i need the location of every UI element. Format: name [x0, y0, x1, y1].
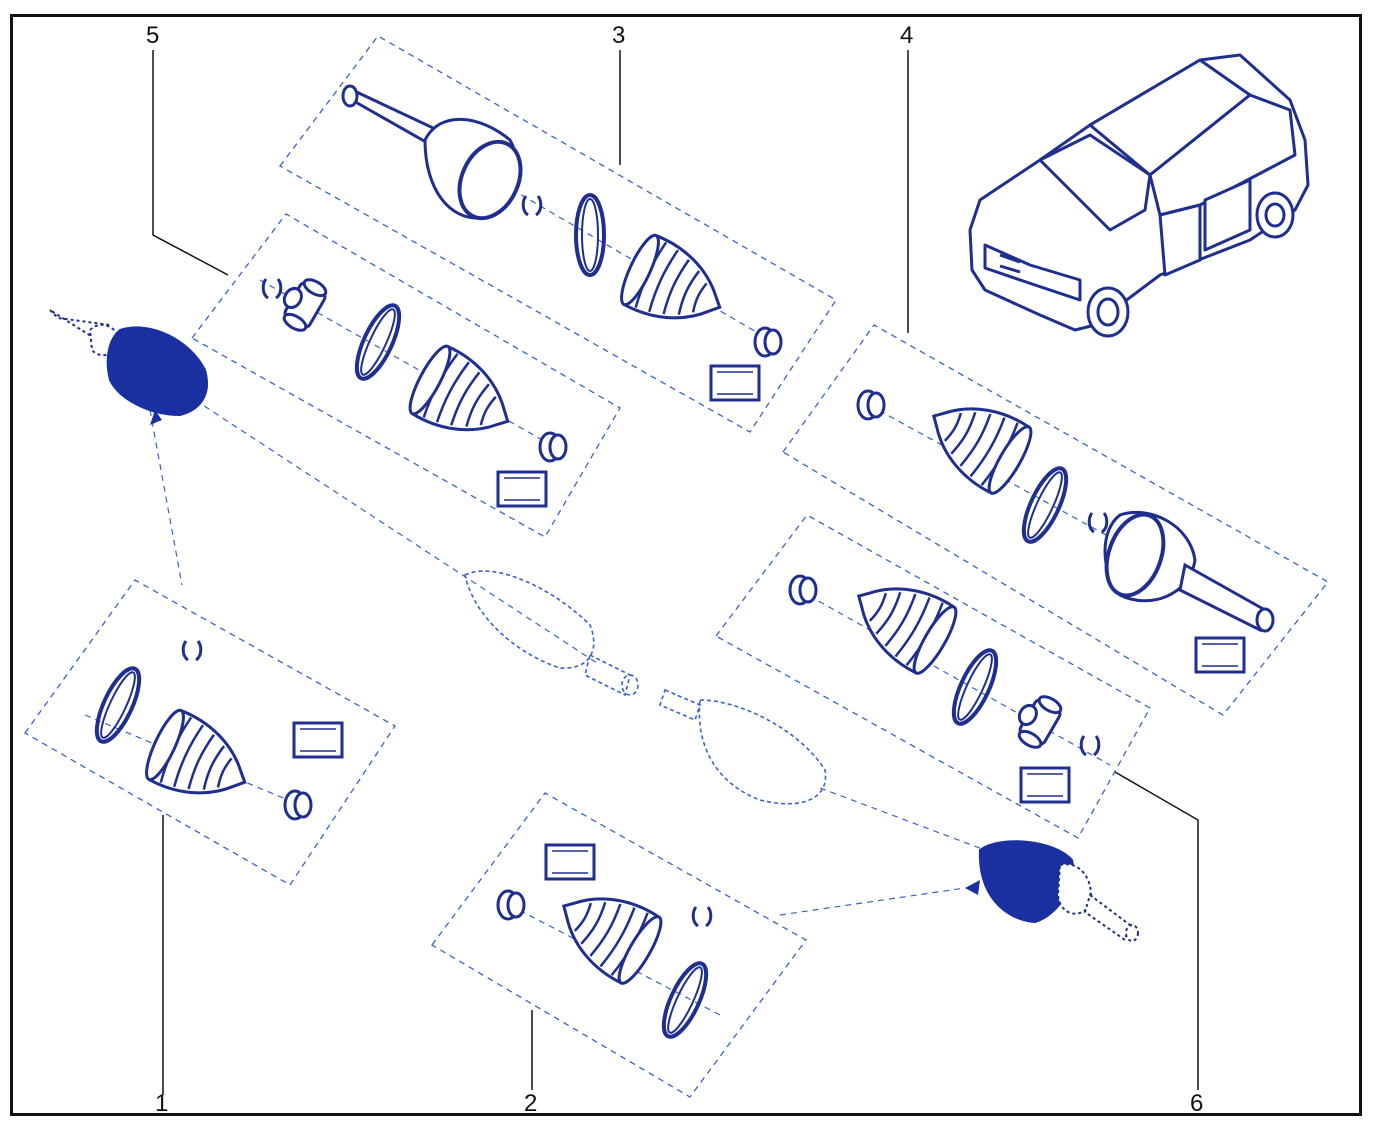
- collar-icon: [538, 431, 568, 463]
- circlip-icon: [181, 639, 203, 662]
- kit-4-parts: [856, 381, 1275, 674]
- boot-icon: [138, 704, 263, 819]
- kit-1-parts: [86, 639, 344, 821]
- tripod-joint-icon: [271, 269, 332, 337]
- boot-icon: [613, 229, 738, 344]
- circlip-icon: [1079, 734, 1101, 757]
- callout-6: 6: [1190, 1090, 1204, 1117]
- kit-6-parts: [788, 561, 1101, 804]
- clamp-ring-icon: [653, 955, 717, 1045]
- clamp-ring-icon: [86, 660, 150, 750]
- car-icon: [968, 53, 1310, 338]
- kit-box-4: [782, 324, 1329, 716]
- cv-joint-outer-icon: [1103, 510, 1275, 633]
- drive-shaft-icon: [49, 309, 208, 425]
- collar-icon: [856, 389, 886, 421]
- collar-icon: [283, 789, 313, 821]
- tripod-joint-icon: [1006, 686, 1067, 754]
- boot-icon: [543, 871, 670, 990]
- kit-3-parts: [341, 84, 783, 402]
- grease-sachet-icon: [709, 364, 761, 402]
- kit-box-2: [431, 792, 807, 1098]
- kit-boxes: [24, 35, 1329, 1098]
- callout-1: 1: [155, 1090, 169, 1117]
- drive-shaft-icon: [965, 840, 1139, 942]
- circlip-icon: [691, 905, 713, 928]
- circlip-icon: [1087, 511, 1109, 534]
- clamp-ring-icon: [1013, 460, 1077, 550]
- boot-icon: [838, 561, 965, 680]
- callout-3: 3: [612, 22, 626, 49]
- circlip-icon: [261, 277, 283, 300]
- collar-icon: [788, 574, 818, 606]
- grease-sachet-icon: [292, 721, 344, 759]
- collar-icon: [753, 326, 783, 358]
- grease-sachet-icon: [496, 470, 548, 508]
- kit-box-1: [24, 579, 396, 886]
- clamp-ring-icon: [346, 297, 410, 387]
- kit-5-parts: [261, 269, 568, 508]
- callout-5: 5: [146, 22, 160, 49]
- grease-sachet-icon: [544, 843, 596, 881]
- clamp-ring-icon: [943, 642, 1007, 732]
- callout-2: 2: [524, 1090, 538, 1117]
- cv-joint-outer-icon: [341, 84, 523, 221]
- kit-box-6: [715, 514, 1151, 839]
- circlip-icon: [521, 194, 543, 217]
- kit-2-parts: [496, 843, 717, 1045]
- shaft-ghost: [464, 570, 827, 805]
- collar-icon: [496, 889, 526, 921]
- callout-4: 4: [900, 22, 914, 49]
- boot-icon: [913, 381, 1040, 500]
- grease-sachet-icon: [1019, 766, 1071, 804]
- grease-sachet-icon: [1194, 636, 1246, 674]
- kit-box-5: [191, 213, 621, 538]
- boot-icon: [401, 340, 528, 457]
- leader-lines: [152, 50, 1199, 1095]
